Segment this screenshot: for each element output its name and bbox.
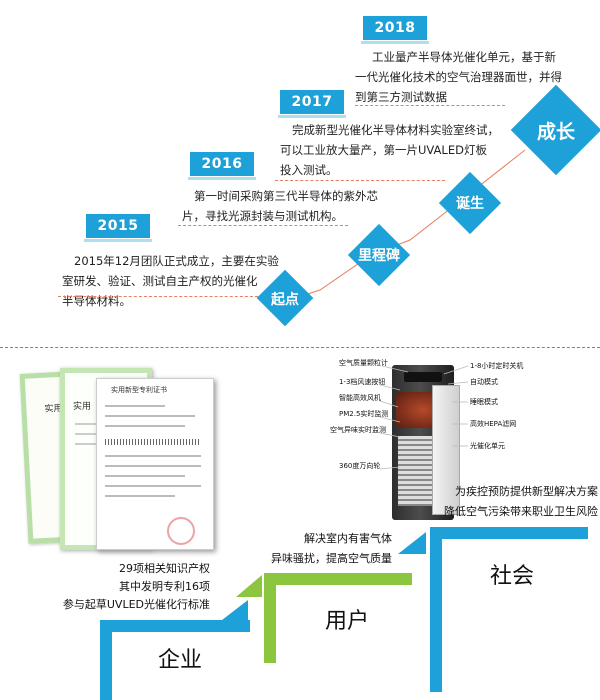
society-line-2: 降低空气污染带来职业卫生风险 bbox=[444, 505, 598, 518]
certificate-front-line bbox=[105, 465, 201, 467]
year-2015-line-1: 2015年12月团队正式成立，主要在实验 bbox=[74, 254, 279, 268]
certificate-front-line bbox=[105, 455, 201, 457]
product-left-label: PM2.5实时监测 bbox=[339, 410, 389, 418]
enterprise-bar-vertical bbox=[100, 620, 112, 700]
year-2016-underline bbox=[178, 225, 348, 226]
enterprise-line-1: 29项相关知识产权 bbox=[119, 562, 210, 575]
purifier-side-panel bbox=[432, 385, 460, 515]
year-2018-line-2: 一代光催化技术的空气治理器面世，并得 bbox=[355, 70, 562, 84]
enterprise-line-2: 其中发明专利16项 bbox=[119, 580, 210, 593]
stage-growth-label: 成长 bbox=[536, 121, 575, 143]
certificate-front-line bbox=[105, 475, 185, 477]
product-right-connectors bbox=[443, 365, 469, 447]
year-2016-line-2: 片，寻找光源封装与测试机构。 bbox=[182, 209, 343, 223]
certificate-middle-word: 实用 bbox=[73, 402, 92, 412]
user-title: 用户 bbox=[325, 609, 370, 634]
certificate-front-title: 实用新型专利证书 bbox=[111, 386, 167, 394]
stage-milestone-label: 里程碑 bbox=[358, 248, 400, 264]
certificate-front-line bbox=[105, 415, 195, 417]
year-2015-underline bbox=[58, 296, 258, 297]
society-bar-vertical bbox=[430, 527, 442, 692]
purifier-display bbox=[404, 372, 442, 382]
society-triangle bbox=[398, 532, 426, 554]
year-2016-badge: 2016 bbox=[188, 152, 256, 180]
user-triangle bbox=[236, 575, 262, 597]
product-right-label: 光催化单元 bbox=[470, 442, 505, 450]
year-2017-line-3: 投入测试。 bbox=[280, 163, 338, 177]
user-bar-horizontal bbox=[264, 573, 412, 585]
product-right-label: 自动模式 bbox=[470, 378, 498, 386]
user-bar-vertical bbox=[264, 573, 276, 663]
product-right-label: 睡眠模式 bbox=[470, 398, 498, 406]
user-line-2: 异味骚扰，提高空气质量 bbox=[271, 552, 392, 565]
enterprise-triangle bbox=[222, 600, 248, 620]
year-2017-underline bbox=[275, 180, 445, 181]
product-left-label: 1-3档风速按钮 bbox=[339, 378, 386, 386]
certificate-seal bbox=[167, 517, 195, 545]
product-left-label: 360度万向轮 bbox=[339, 462, 381, 470]
certificate-front: 实用新型专利证书 bbox=[96, 378, 214, 550]
year-2017-line-2: 可以工业放大量产，第一片UVALED灯板 bbox=[280, 143, 487, 157]
enterprise-title: 企业 bbox=[158, 648, 203, 673]
year-2018-line-3: 到第三方测试数据 bbox=[355, 90, 447, 104]
society-line-1: 为疾控预防提供新型解决方案 bbox=[455, 485, 598, 498]
product-left-label: 空气质量颗粒计 bbox=[339, 359, 388, 367]
year-2018-underline bbox=[355, 105, 505, 106]
year-2017-badge: 2017 bbox=[278, 90, 346, 118]
year-2015-line-3: 半导体材料。 bbox=[62, 294, 131, 308]
certificate-front-line bbox=[105, 495, 175, 497]
certificate-front-line bbox=[105, 425, 185, 427]
year-2016-line-1: 第一时间采购第三代半导体的紫外芯 bbox=[194, 189, 378, 203]
year-2015-line-2: 室研发、验证、测试自主产权的光催化 bbox=[62, 274, 258, 288]
year-2018-line-1: 工业量产半导体光催化单元，基于新 bbox=[372, 50, 556, 64]
year-2017-line-1: 完成新型光催化半导体材料实验室终试， bbox=[292, 123, 499, 137]
society-title: 社会 bbox=[490, 564, 535, 589]
enterprise-line-3: 参与起草UVLED光催化行标准 bbox=[62, 598, 210, 611]
society-bar-horizontal bbox=[430, 527, 588, 539]
user-line-1: 解决室内有害气体 bbox=[304, 532, 392, 545]
year-2018-badge: 2018 bbox=[361, 16, 429, 44]
section-divider bbox=[0, 347, 600, 348]
product-left-label: 智能高效风机 bbox=[339, 394, 381, 402]
enterprise-bar-horizontal bbox=[100, 620, 250, 632]
certificate-front-line bbox=[105, 405, 165, 407]
product-left-label: 空气异味实时监测 bbox=[330, 426, 386, 434]
certificate-front-line bbox=[105, 485, 201, 487]
year-2015-badge: 2015 bbox=[84, 214, 152, 242]
stage-start-label: 起点 bbox=[271, 292, 299, 308]
stage-birth-label: 诞生 bbox=[456, 196, 484, 212]
product-left-connectors bbox=[379, 365, 409, 470]
product-right-label: 1-8小时定时关机 bbox=[470, 362, 524, 370]
product-right-label: 高效HEPA滤网 bbox=[470, 420, 517, 428]
certificate-barcode bbox=[105, 439, 201, 445]
